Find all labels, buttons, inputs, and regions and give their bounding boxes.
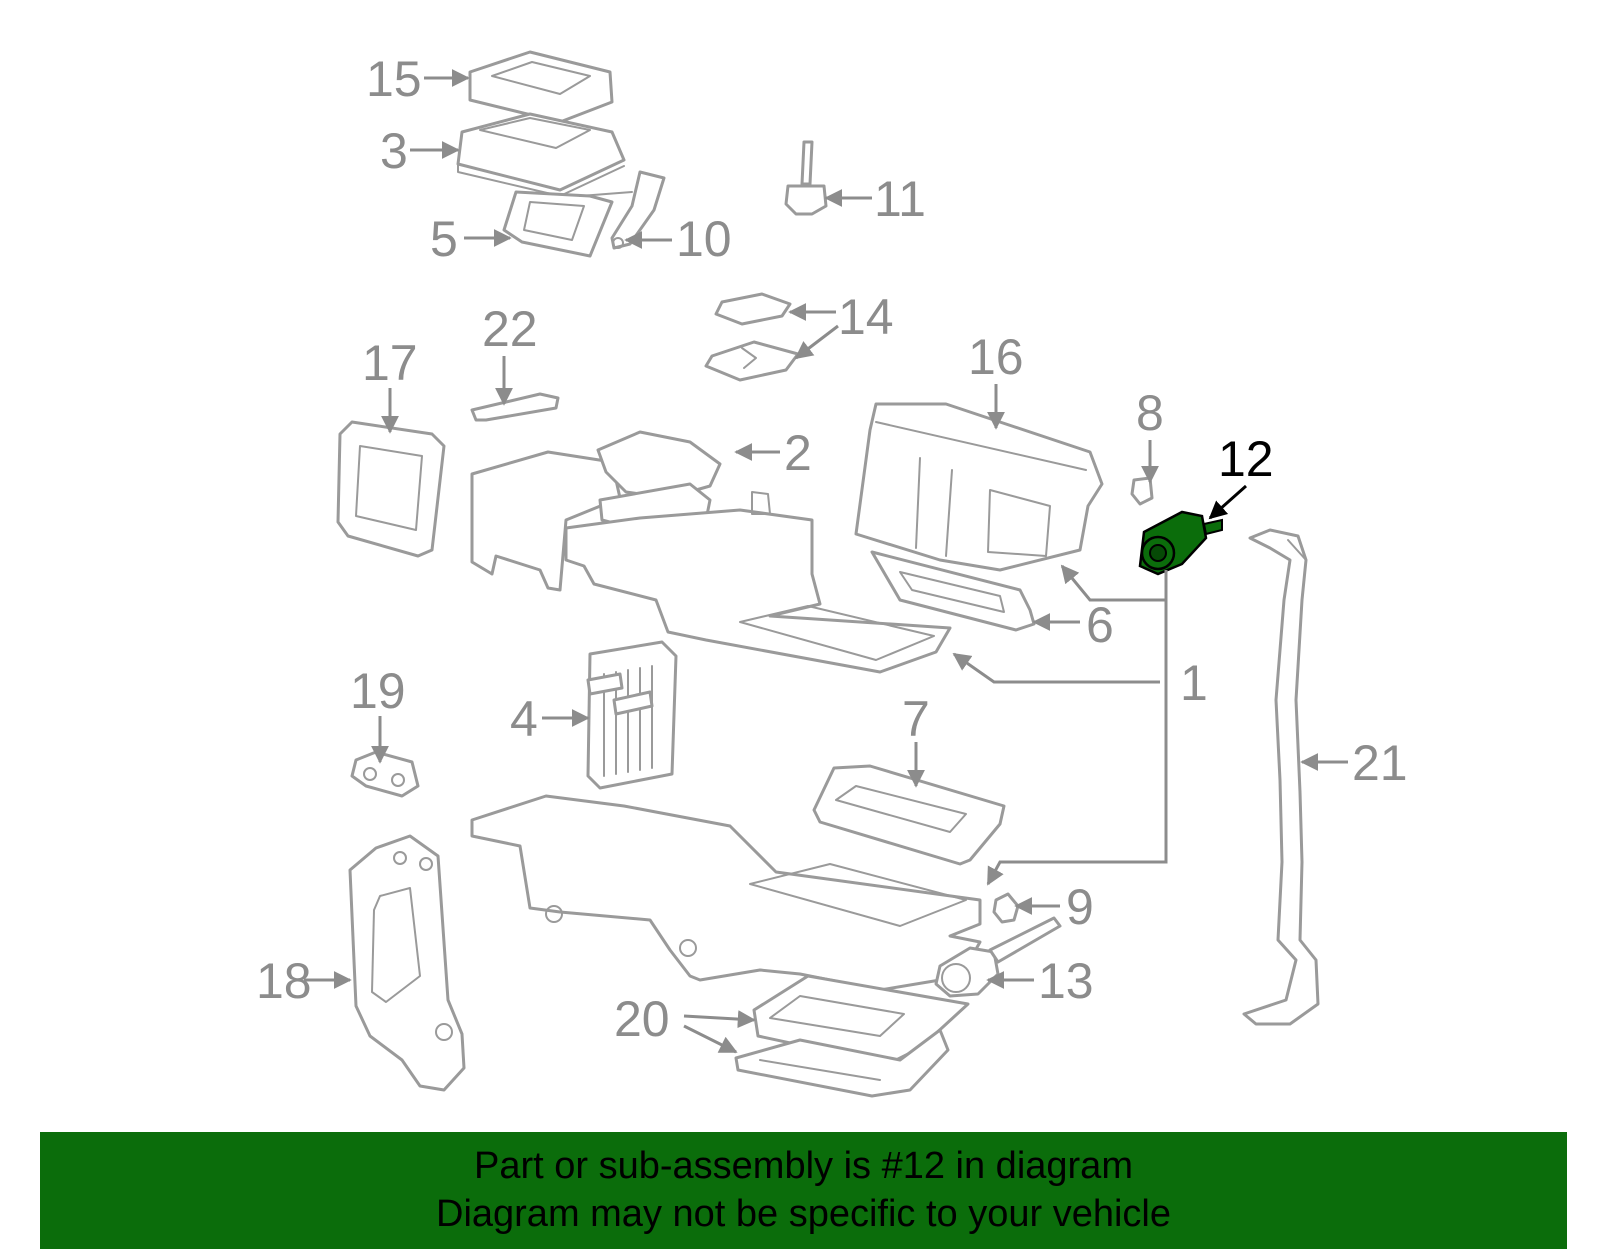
- callout-6: 6: [1086, 597, 1114, 653]
- banner-line-2: Diagram may not be specific to your vehi…: [436, 1193, 1171, 1235]
- callout-13: 13: [1038, 953, 1094, 1009]
- part-11-sensor: [784, 140, 828, 216]
- callout-14: 14: [838, 289, 894, 345]
- part-22-tube: [470, 392, 560, 422]
- callout-9: 9: [1066, 879, 1094, 935]
- banner-line-1: Part or sub-assembly is #12 in diagram: [474, 1145, 1133, 1187]
- callout-1: 1: [1180, 655, 1208, 711]
- callout-11: 11: [874, 171, 926, 227]
- callout-21: 21: [1352, 735, 1408, 791]
- callout-17: 17: [362, 335, 418, 391]
- part-17-filter-frame: [336, 420, 446, 558]
- part-19-grommet: [350, 750, 420, 798]
- callout-labels: 15 3 5 10 11 14 22 17 16 8 12 2 6 1 19 4…: [256, 51, 1408, 1047]
- callout-8: 8: [1136, 385, 1164, 441]
- info-banner: Part or sub-assembly is #12 in diagram D…: [40, 1132, 1567, 1249]
- part-10-lever: [610, 170, 666, 250]
- callout-5: 5: [430, 211, 458, 267]
- part-21-harness: [1242, 528, 1320, 1026]
- part-14-clips: [704, 292, 800, 382]
- part-20-frames: [734, 974, 970, 1098]
- callout-7: 7: [902, 691, 930, 747]
- callout-15: 15: [366, 51, 422, 107]
- callout-18: 18: [256, 953, 312, 1009]
- callout-4: 4: [510, 691, 538, 747]
- callout-10: 10: [676, 211, 732, 267]
- part-16-blower-housing: [854, 402, 1104, 572]
- part-18-gasket: [348, 834, 466, 1092]
- part-7-panel: [812, 764, 1006, 866]
- part-12-blower-motor: [1138, 510, 1223, 576]
- part-3-housing: [456, 112, 626, 197]
- part-9-grommet: [992, 892, 1020, 924]
- callout-22: 22: [482, 301, 538, 357]
- callout-16: 16: [968, 329, 1024, 385]
- callout-2: 2: [784, 425, 812, 481]
- callout-19: 19: [350, 663, 406, 719]
- part-1-case: [564, 491, 952, 674]
- callout-12: 12: [1218, 431, 1274, 487]
- callout-3: 3: [380, 123, 408, 179]
- part-13-actuator: [934, 916, 1062, 998]
- part-15-seal: [468, 50, 614, 124]
- leader-lines: [304, 69, 1348, 1054]
- part-4-heater-core: [586, 640, 678, 790]
- parts-diagram: 15 3 5 10 11 14 22 17 16 8 12 2 6 1 19 4…: [256, 50, 1408, 1098]
- callout-20: 20: [614, 991, 670, 1047]
